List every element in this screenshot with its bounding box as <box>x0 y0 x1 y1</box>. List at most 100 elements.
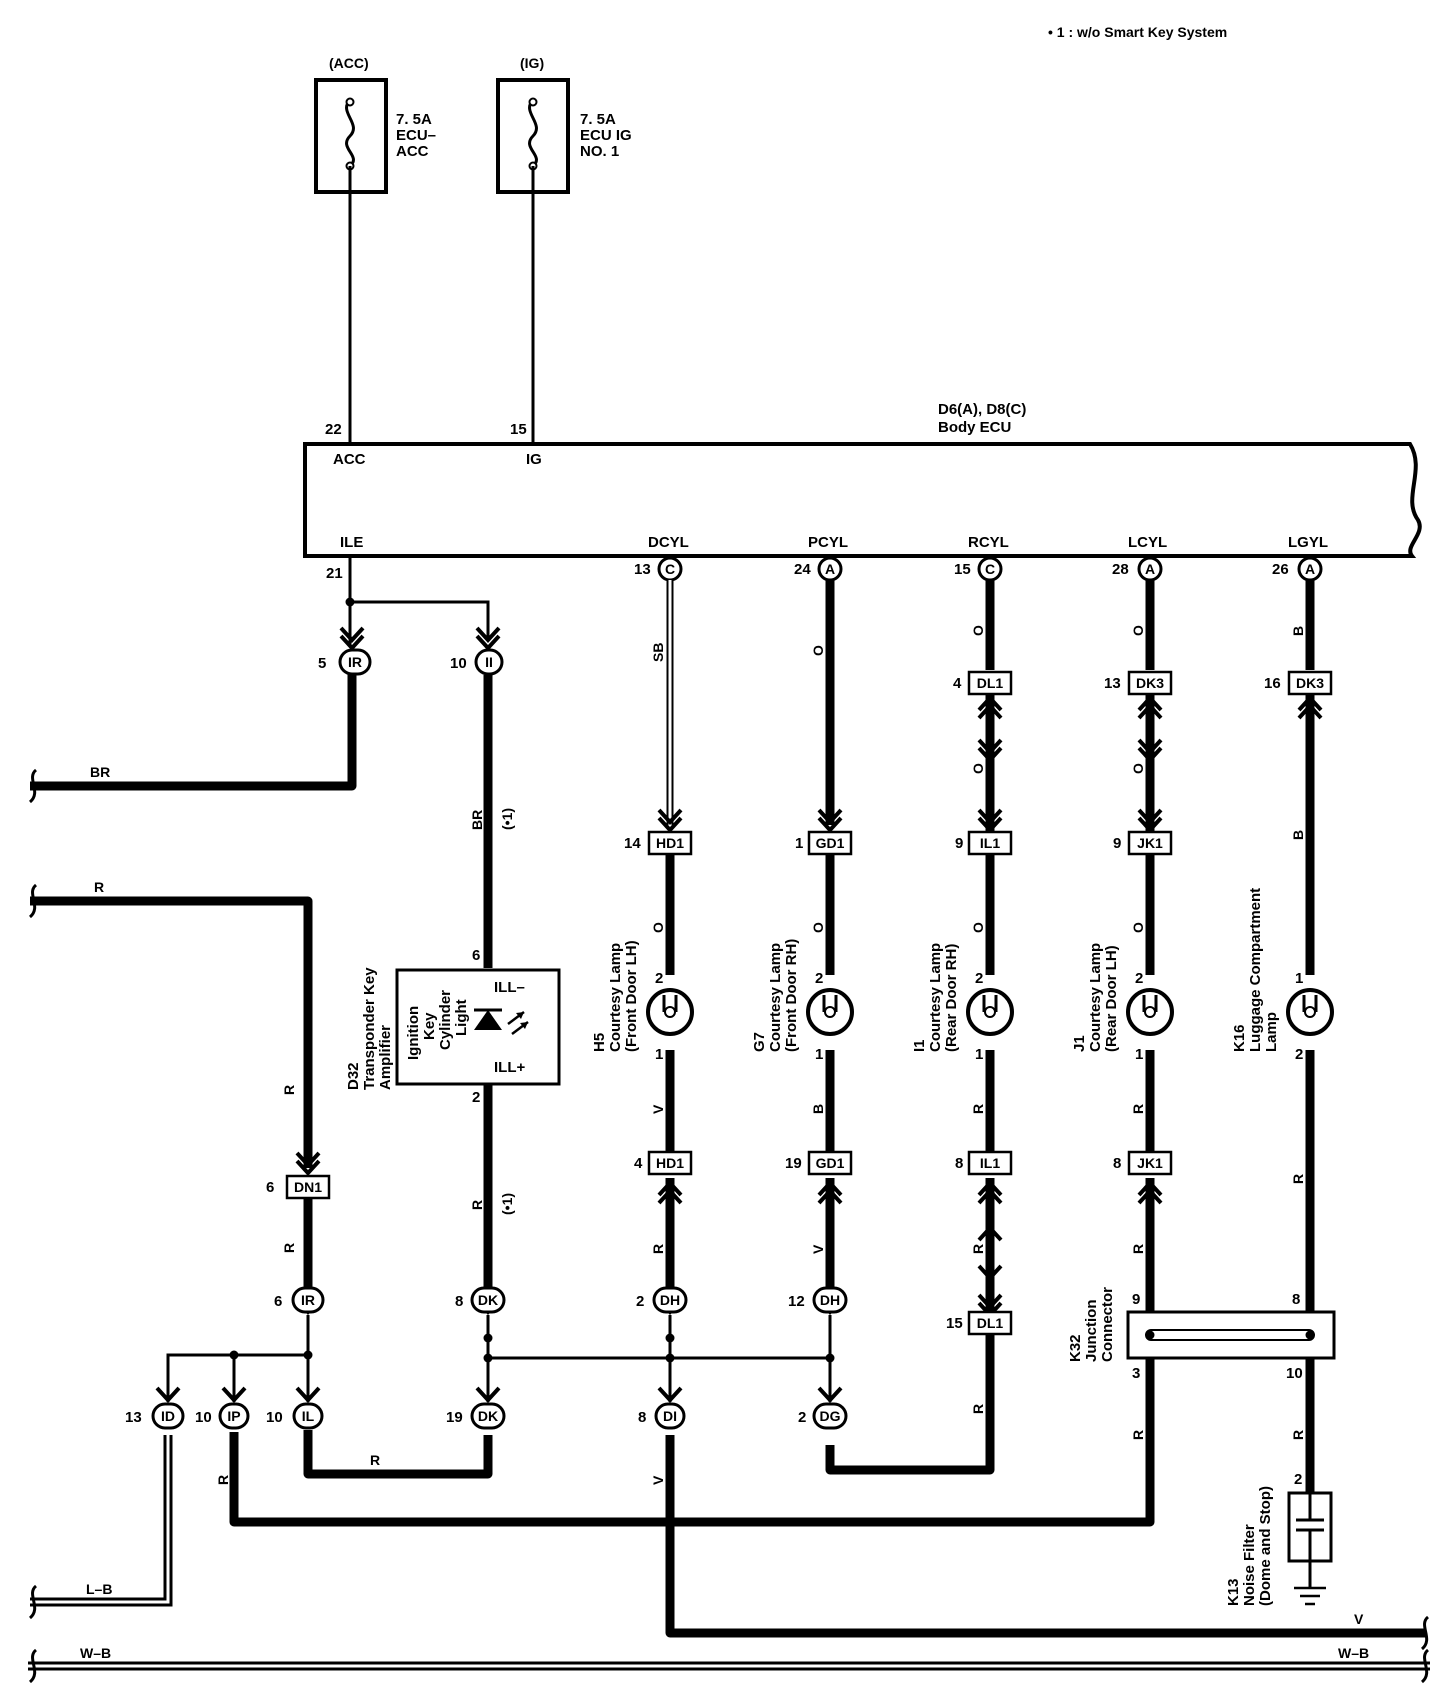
svg-text:R: R <box>281 1243 297 1253</box>
ecu-pin-28: 28 <box>1112 561 1129 578</box>
d32-amplifier: D32 Transponder Key Amplifier Ignition K… <box>345 947 561 1106</box>
oval-il-10: IL 10 <box>266 1402 324 1430</box>
svg-text:R: R <box>281 1085 297 1095</box>
lamp-k16: 1 2 <box>1286 970 1334 1063</box>
svg-text:R: R <box>1290 1430 1306 1440</box>
h5-location: (Front Door LH) <box>623 940 640 1052</box>
ecu-conn-c-1: C <box>657 556 683 582</box>
wire-ile-branch <box>350 600 490 640</box>
svg-text:O: O <box>970 625 986 636</box>
ecu-pin-24: 24 <box>794 561 811 578</box>
j1-location: (Rear Door LH) <box>1103 945 1120 1052</box>
k16-name2: Lamp <box>1263 1012 1280 1052</box>
wire-r-lcyl <box>229 1358 1155 1527</box>
svg-text:19: 19 <box>785 1155 802 1172</box>
oval-id-13: ID 13 <box>125 1402 185 1430</box>
wire-r-bottom <box>303 1430 493 1479</box>
box-hd1-4: HD1 4 <box>634 1150 693 1176</box>
svg-text:2: 2 <box>798 1409 806 1426</box>
svg-text:2: 2 <box>1295 1046 1303 1063</box>
g7-name: Courtesy Lamp <box>767 943 784 1052</box>
svg-text:14: 14 <box>624 835 641 852</box>
j1-name: Courtesy Lamp <box>1087 943 1104 1052</box>
svg-text:R: R <box>970 1244 986 1254</box>
svg-text:R: R <box>370 1452 380 1468</box>
svg-text:R: R <box>1130 1430 1146 1440</box>
svg-text:2: 2 <box>472 1089 480 1106</box>
lamp-icon <box>966 988 1014 1036</box>
note-text: • 1 : w/o Smart Key System <box>1048 24 1227 40</box>
svg-text:B: B <box>1290 830 1306 840</box>
ecu-conn-c-2: C <box>977 556 1003 582</box>
i1-location: (Rear Door RH) <box>943 944 960 1052</box>
svg-text:15: 15 <box>946 1315 963 1332</box>
svg-text:10: 10 <box>195 1409 212 1426</box>
lamp-j1: 2 1 <box>1126 970 1174 1063</box>
svg-text:16: 16 <box>1264 675 1281 692</box>
svg-text:O: O <box>1130 625 1146 636</box>
ecu-conn-a-3: A <box>1297 556 1323 582</box>
wire-br <box>30 672 357 791</box>
box-il1-9: IL1 9 <box>955 830 1013 856</box>
ecu-pin-15: 15 <box>510 421 527 438</box>
fuse-acc-rating: 7. 5A <box>396 111 432 128</box>
i1-name: Courtesy Lamp <box>927 943 944 1052</box>
svg-text:C: C <box>985 561 995 577</box>
svg-text:Ignition: Ignition <box>405 1006 422 1060</box>
svg-text:DL1: DL1 <box>977 675 1004 691</box>
svg-text:O: O <box>1130 922 1146 933</box>
svg-text:O: O <box>810 922 826 933</box>
svg-text:R: R <box>215 1475 231 1485</box>
svg-text:JK1: JK1 <box>1137 835 1163 851</box>
svg-text:R: R <box>469 1200 485 1210</box>
ecu-pin-26: 26 <box>1272 561 1289 578</box>
svg-text:IP: IP <box>227 1408 240 1424</box>
svg-text:12: 12 <box>788 1293 805 1310</box>
svg-text:(Dome and Stop): (Dome and Stop) <box>1257 1486 1274 1606</box>
svg-text:Transponder Key: Transponder Key <box>361 967 378 1090</box>
svg-text:ILL–: ILL– <box>494 979 525 996</box>
svg-text:DL1: DL1 <box>977 1315 1004 1331</box>
svg-text:1: 1 <box>1295 970 1303 987</box>
fuse-ig-label: (IG) <box>520 55 544 71</box>
g7-ref: G7 <box>751 1032 768 1052</box>
svg-text:6: 6 <box>472 947 480 964</box>
ecu-pin-lcyl: LCYL <box>1128 534 1167 551</box>
svg-text:R: R <box>94 879 104 895</box>
fuse-ig: (IG) 7. 5A ECU IG NO. 1 <box>496 55 632 194</box>
svg-text:1: 1 <box>975 1046 983 1063</box>
lamp-icon <box>806 988 854 1036</box>
oval-dh-12: DH 12 <box>788 1286 848 1314</box>
svg-text:O: O <box>810 645 826 656</box>
svg-text:V: V <box>810 1244 826 1254</box>
svg-text:D32: D32 <box>345 1062 362 1090</box>
svg-text:IR: IR <box>301 1292 315 1308</box>
box-dl1-15: DL1 15 <box>946 1310 1013 1336</box>
svg-text:8: 8 <box>1292 1291 1300 1308</box>
box-gd1-19: GD1 19 <box>785 1150 853 1176</box>
svg-text:1: 1 <box>815 1046 823 1063</box>
svg-text:A: A <box>825 561 835 577</box>
ecu-pin-dcyl: DCYL <box>648 534 689 551</box>
ecu-title: D6(A), D8(C) <box>938 401 1026 418</box>
svg-text:6: 6 <box>266 1179 274 1196</box>
svg-text:B: B <box>1290 626 1306 636</box>
svg-text:1: 1 <box>1135 1046 1143 1063</box>
wire-color-labels: BR R BR (•1) R (•1) R R SB O V R V O O B… <box>80 625 1369 1661</box>
svg-text:V: V <box>650 1475 666 1485</box>
box-gd1-1: GD1 1 <box>795 830 853 856</box>
svg-text:O: O <box>650 922 666 933</box>
svg-text:Noise Filter: Noise Filter <box>1241 1524 1258 1606</box>
ecu-pin-pcyl: PCYL <box>808 534 848 551</box>
ecu-name: Body ECU <box>938 419 1011 436</box>
svg-text:Junction: Junction <box>1083 1300 1100 1363</box>
lamp-icon <box>1286 988 1334 1036</box>
svg-text:K32: K32 <box>1067 1334 1084 1362</box>
fuse-acc: (ACC) 7. 5A ECU– ACC <box>314 55 436 194</box>
wire-r-rcyl <box>825 1335 995 1475</box>
svg-text:C: C <box>665 561 675 577</box>
fuse-acc-label: (ACC) <box>329 55 369 71</box>
svg-text:Key: Key <box>421 1012 438 1040</box>
box-dk3-16: DK3 16 <box>1264 670 1333 696</box>
